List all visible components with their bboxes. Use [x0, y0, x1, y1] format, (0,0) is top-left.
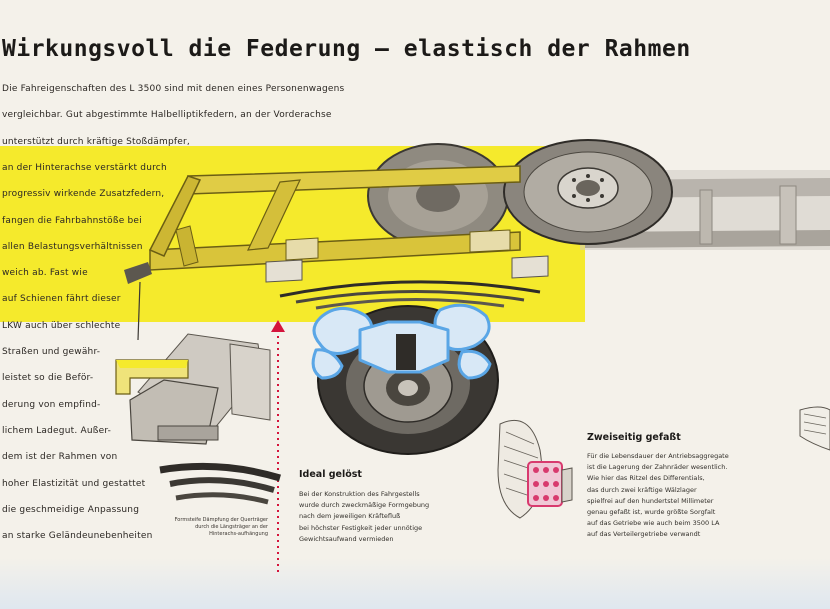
main-text-line: lichem Ladegut. Außer-: [2, 425, 112, 436]
main-text-line: hoher Elastizität und gestattet: [2, 478, 146, 489]
ideal-section-body: Bei der Konstruktion des Fahrgestells wur…: [299, 489, 429, 545]
zweiseitig-section-body: Für die Lebensdauer der Antriebsaggregat…: [587, 451, 729, 541]
main-text-line: LKW auch über schlechte: [2, 320, 121, 331]
main-text-line: dem ist der Rahmen von: [2, 452, 118, 463]
zweiseitig-section-line: auf das Getriebe wie auch beim 3500 LA: [587, 519, 720, 528]
main-text-line: die geschmeidige Anpassung: [2, 504, 140, 515]
ideal-section-line: wurde durch zweckmäßige Formgebung: [299, 501, 430, 510]
bottom-blue-tint: [0, 558, 830, 609]
main-text-line: progressiv wirkende Zusatzfedern,: [2, 189, 165, 200]
main-text-line: fangen die Fahrbahnstöße bei: [2, 215, 142, 226]
main-text-line: weich ab. Fast wie: [2, 268, 88, 279]
chassis-frame-illustration: [124, 139, 830, 455]
main-text-line: auf Schienen fährt dieser: [2, 294, 121, 305]
main-text-line: Straßen und gewähr-: [2, 347, 101, 357]
rear-spring-mount-detail: [115, 333, 282, 505]
ideal-section-line: Gewichtsaufwand vermieden: [299, 534, 394, 543]
zweiseitig-section-title: Zweiseitig gefaßt: [587, 432, 681, 443]
spring-mount-caption: Formsteife Dämpfung der Querträger durch…: [174, 517, 268, 537]
main-text-line: unterstützt durch kräftige Stoßdämpfer,: [2, 136, 190, 147]
zweiseitig-section-line: das durch zwei kräftige Wälzlager: [587, 485, 697, 494]
main-text-line: allen Belastungsverhältnissen: [2, 241, 143, 252]
zweiseitig-section-line: Für die Lebensdauer der Antriebsaggregat…: [587, 452, 729, 460]
zweiseitig-section-line: spielfrei auf den hundertstel Millimeter: [587, 496, 714, 505]
ideal-section-line: bei höchster Festigkeit jeder unnötige: [299, 523, 423, 532]
main-text-line: Die Fahreigenschaften des L 3500 sind mi…: [2, 84, 345, 94]
zweiseitig-section-line: auf das Verteilergetriebe verwandt: [587, 530, 701, 539]
main-text-line: derung von empfind-: [2, 399, 101, 410]
main-text-line: an der Hinterachse verstärkt durch: [2, 162, 167, 173]
main-text-line: leistet so die Beför-: [2, 373, 94, 384]
zweiseitig-section-line: ist die Lagerung der Zahnräder wesentlic…: [587, 463, 728, 472]
main-text-line: an starke Geländeunebenheiten: [2, 531, 153, 542]
main-text-line: vergleichbar. Gut abgestimmte Halbellipt…: [2, 110, 332, 121]
zweiseitig-section-line: Wie hier das Ritzel des Differentials,: [587, 474, 705, 483]
ideal-section-title: Ideal gelöst: [299, 469, 362, 480]
gear-teeth-fragment: [799, 406, 830, 451]
zweiseitig-section-line: genau gefaßt ist, wurde größte Sorgfalt: [587, 508, 716, 517]
red-dotted-arrow-icon: [271, 320, 285, 574]
ideal-section-line: Bei der Konstruktion des Fahrgestells: [299, 490, 420, 498]
page-headline: Wirkungsvoll die Federung – elastisch de…: [2, 36, 691, 62]
ideal-section-line: nach dem jeweiligen Kräftefluß: [299, 512, 401, 521]
differential-pinion-bearing-detail: [497, 419, 573, 519]
